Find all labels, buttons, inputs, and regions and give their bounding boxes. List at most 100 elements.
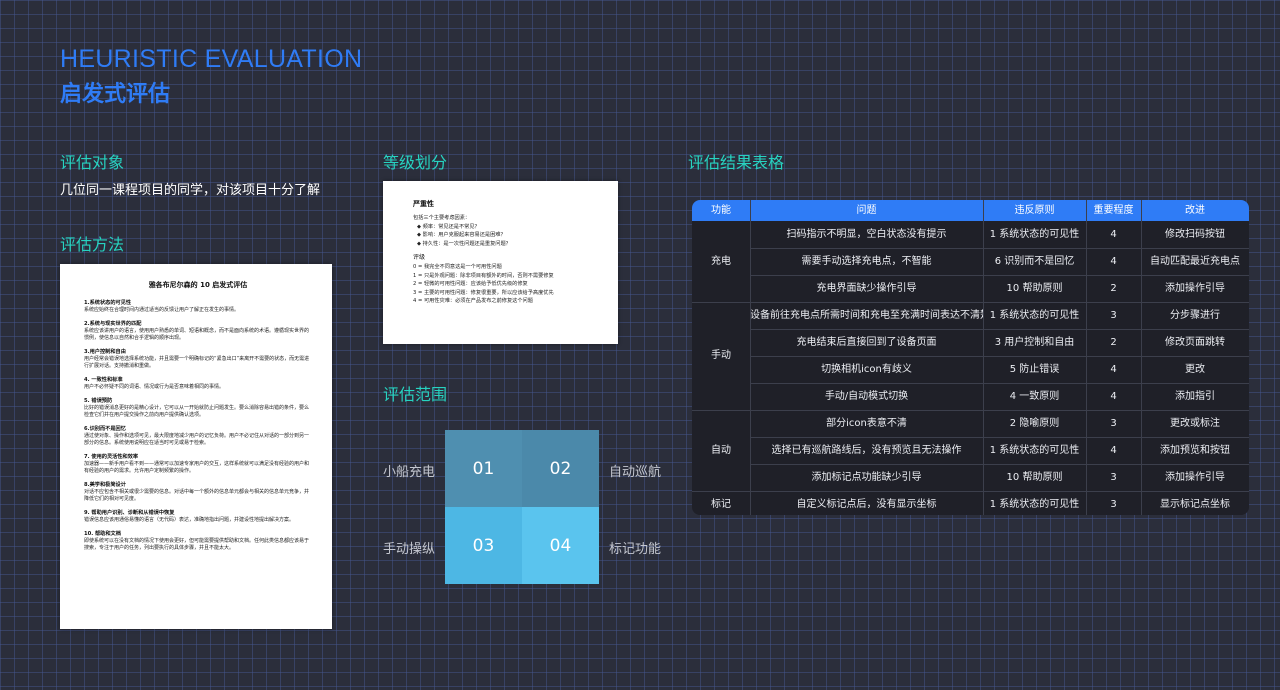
heuristic-body: 加速器——新手用户看不到——通常可以加速专家用户的交互，这样系统就可以满足没有经… [84, 461, 310, 474]
cell-severity: 4 [1110, 229, 1117, 240]
quadrant-02: 02 [522, 430, 599, 507]
rating-level: 2 = 轻微的可用性问题：应该给予低优先级的修复 [413, 281, 528, 287]
cell-severity: 4 [1110, 364, 1117, 375]
cell-improvement: 更改 [1185, 364, 1205, 375]
table-header: 功能 问题 违反原则 重要程度 改进 [692, 200, 1249, 221]
heuristic-item: 7. 使用的灵活性和效率加速器——新手用户看不到——通常可以加速专家用户的交互，… [84, 453, 312, 475]
heuristic-body: 通过使对象、操作和选项可见，最大限度地减少用户的记忆负荷。用户不必记住从对话的一… [84, 433, 310, 446]
cell-improvement: 分步骤进行 [1170, 310, 1220, 321]
cell-principle: 1 系统状态的可见性 [989, 445, 1080, 456]
heuristic-item: 8.美学和极简设计对话不应包含不相关或很少需要的信息。对话中每一个额外的信息单元… [84, 481, 312, 503]
cell-severity: 3 [1110, 472, 1117, 483]
rating-level: 4 = 可用性灾难：必须在产品发布之前修复这个问题 [413, 298, 533, 304]
cell-improvement: 修改扫码按钮 [1165, 229, 1225, 240]
column-divider [983, 200, 984, 515]
group-divider [692, 302, 750, 303]
heuristic-body: 即使系统可以在没有文档的情况下使用会更好，但可能需要提供帮助和文档。任何此类信息… [84, 538, 310, 551]
severity-factor: ◆ 影响：用户克服起来容易还是困难？ [417, 232, 506, 238]
heuristic-item: 3.用户控制和自由用户经常会错误地选择系统功能，并且需要一个明确标记的“紧急出口… [84, 348, 312, 370]
rating-level: 1 = 只是外观问题：除非项目有额外的时间，否则不需要修复 [413, 272, 554, 279]
cell-improvement: 显示标记点坐标 [1160, 499, 1230, 510]
heuristic-body: 用户不必怀疑不同的词语、情况或行为是否意味着相同的事情。 [84, 384, 225, 390]
heuristic-heading: 9. 帮助用户识别、诊断和从错误中恢复 [84, 510, 175, 516]
cell-improvement: 添加操作引导 [1165, 283, 1225, 294]
table-row: 扫码指示不明显，空白状态没有提示 1 系统状态的可见性 4 修改扫码按钮 [692, 221, 1249, 248]
cell-improvement: 自动匹配最近充电点 [1150, 256, 1240, 267]
cell-principle: 2 隐喻原则 [1009, 418, 1060, 429]
cell-improvement: 更改或标注 [1170, 418, 1220, 429]
heuristic-body: 系统应该讲用户的语言，使用用户熟悉的单词、短语和概念，而不是面向系统的术语。遵循… [84, 328, 310, 341]
cell-function: 标记 [711, 499, 731, 510]
cell-improvement: 添加指引 [1175, 391, 1215, 402]
cell-severity: 2 [1110, 337, 1117, 348]
severity-factors: ◆ 频率：常见还是不常见？ ◆ 影响：用户克服起来容易还是困难？ ◆ 持久性：是一次… [413, 223, 596, 249]
heuristic-body: 系统应始终在合理时间内通过适当的反馈让用户了解正在发生的事情。 [84, 307, 240, 313]
column-divider [1086, 200, 1087, 515]
scope-label-marking: 标记功能 [609, 542, 662, 557]
heuristic-item: 4. 一致性和标准用户不必怀疑不同的词语、情况或行为是否意味着相同的事情。 [84, 376, 312, 391]
cell-severity: 4 [1110, 445, 1117, 456]
cell-principle: 1 系统状态的可见性 [989, 229, 1080, 240]
row-divider [750, 248, 1249, 249]
quadrant-04: 04 [522, 507, 599, 584]
heuristic-heading: 4. 一致性和标准 [84, 377, 123, 383]
heuristic-body: 用户经常会错误地选择系统功能，并且需要一个明确标记的“紧急出口”来离开不需要的状… [84, 356, 310, 369]
quadrant-01: 01 [445, 430, 522, 507]
rating-level: 0 = 我完全不同意这是一个可用性问题 [413, 264, 502, 270]
row-divider [750, 464, 1249, 465]
rating-levels: 0 = 我完全不同意这是一个可用性问题 1 = 只是外观问题：除非项目有额外的时间… [413, 263, 596, 306]
scope-heading: 评估范围 [383, 385, 448, 404]
row-divider [750, 410, 1249, 411]
row-divider [750, 356, 1249, 357]
cell-issue: 手动/自动模式切换 [824, 391, 909, 402]
group-divider [692, 491, 750, 492]
results-heading: 评估结果表格 [688, 153, 785, 172]
cell-issue: 部分icon表意不清 [826, 418, 907, 429]
severity-factor: ◆ 持久性：是一次性问题还是重复问题？ [417, 240, 511, 247]
title-english: HEURISTIC EVALUATION [60, 45, 363, 73]
cell-issue: 扫码指示不明显，空白状态没有提示 [786, 229, 947, 240]
cell-function: 自动 [711, 445, 731, 456]
group-divider [692, 410, 750, 411]
heuristic-heading: 7. 使用的灵活性和效率 [84, 454, 139, 460]
cell-improvement: 添加操作引导 [1165, 472, 1225, 483]
heuristic-heading: 10. 帮助和文档 [84, 531, 121, 537]
heuristic-body: 对话不应包含不相关或很少需要的信息。对话中每一个额外的信息单元都会与相关的信息单… [84, 489, 310, 502]
header-issue: 问题 [856, 205, 877, 216]
heuristic-item: 5. 错误预防比好的错误消息更好的是精心设计，它可以从一开始就防止问题发生。要么… [84, 397, 312, 419]
row-divider [750, 491, 1249, 492]
heuristic-item: 1.系统状态的可见性系统应始终在合理时间内通过适当的反馈让用户了解正在发生的事情… [84, 299, 312, 314]
cell-principle: 10 帮助原则 [1006, 283, 1063, 294]
heuristic-body: 错误信息应该用通俗易懂的语言（无代码）表达，准确地指出问题，并建设性地提出解决方… [84, 517, 295, 523]
cell-improvement: 添加预览和按钮 [1160, 445, 1230, 456]
heuristics-list: 1.系统状态的可见性系统应始终在合理时间内通过适当的反馈让用户了解正在发生的事情… [84, 299, 312, 552]
cell-severity: 3 [1110, 499, 1117, 510]
severity-factor: ◆ 频率：常见还是不常见？ [417, 223, 480, 230]
cell-severity: 4 [1110, 256, 1117, 267]
object-heading: 评估对象 [60, 153, 125, 172]
heuristic-item: 2.系统与现实世界的匹配系统应该讲用户的语言，使用用户熟悉的单词、短语和概念，而… [84, 320, 312, 342]
heuristic-heading: 8.美学和极简设计 [84, 482, 126, 488]
cell-principle: 1 系统状态的可见性 [989, 310, 1080, 321]
heuristic-heading: 5. 错误预防 [84, 398, 113, 404]
row-divider [750, 383, 1249, 384]
cell-issue: 充电结束后直接回到了设备页面 [796, 337, 937, 348]
cell-severity: 3 [1110, 310, 1117, 321]
cell-principle: 1 系统状态的可见性 [989, 499, 1080, 510]
heuristic-item: 10. 帮助和文档即使系统可以在没有文档的情况下使用会更好，但可能需要提供帮助和… [84, 530, 312, 552]
heuristic-item: 6.识别而不是回忆通过使对象、操作和选项可见，最大限度地减少用户的记忆负荷。用户… [84, 425, 312, 447]
cell-severity: 4 [1110, 391, 1117, 402]
title-chinese: 启发式评估 [60, 82, 171, 107]
heuristic-item: 9. 帮助用户识别、诊断和从错误中恢复错误信息应该用通俗易懂的语言（无代码）表达… [84, 509, 312, 524]
quadrant-03: 03 [445, 507, 522, 584]
row-divider [750, 329, 1249, 330]
header-severity: 重要程度 [1093, 205, 1134, 216]
